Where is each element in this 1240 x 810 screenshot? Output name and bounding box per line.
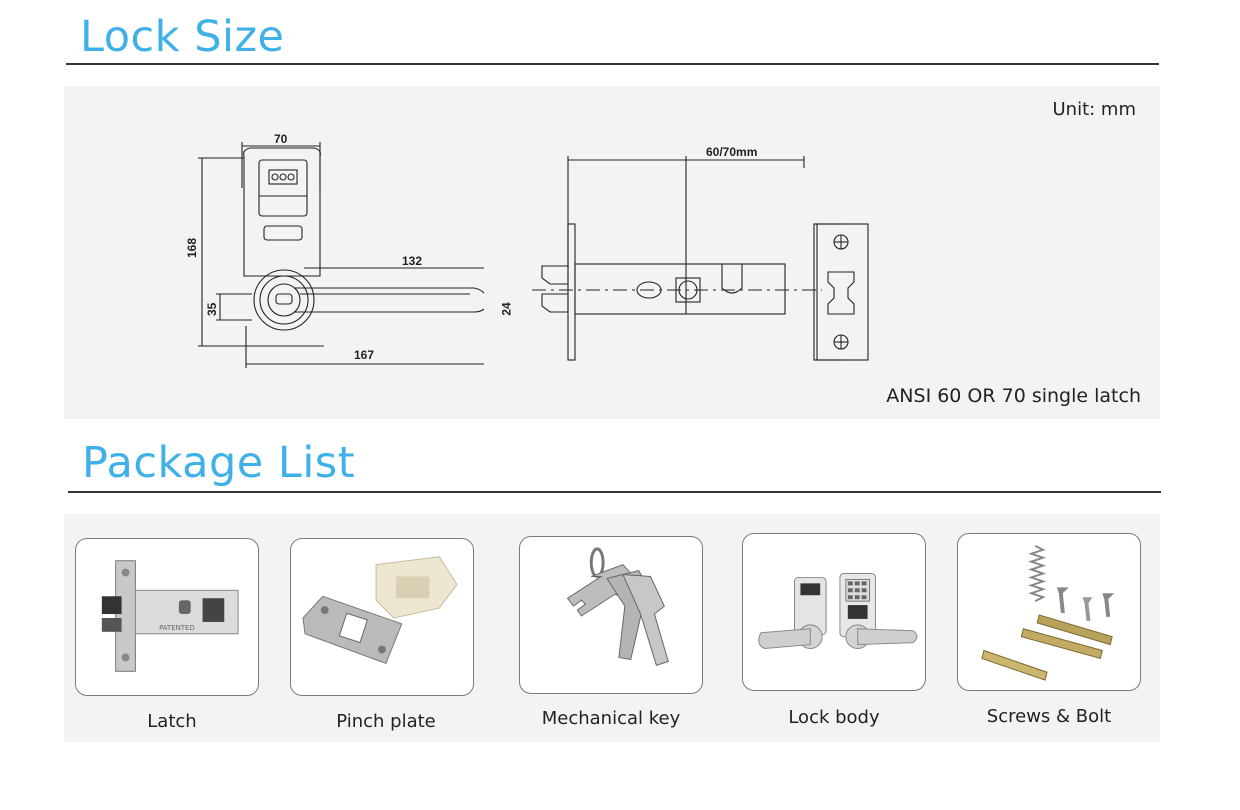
pinch-plate-icon — [302, 556, 458, 665]
package-item-latch: PATENTED — [75, 538, 259, 696]
dim-overall-length: 167 — [354, 348, 374, 362]
lock-size-panel: Unit: mm ANSI 60 OR 70 single latch 70 1… — [64, 86, 1160, 419]
dim-height: 168 — [185, 238, 199, 258]
package-item-lock-body — [742, 533, 926, 691]
package-list-divider — [68, 491, 1161, 493]
package-item-screws-bolt — [957, 533, 1141, 691]
latch-caption: ANSI 60 OR 70 single latch — [886, 385, 1141, 407]
package-item-mechanical-key — [519, 536, 703, 694]
unit-label: Unit: mm — [1052, 99, 1137, 120]
lock-size-divider — [66, 63, 1159, 65]
package-label-lock-body: Lock body — [788, 707, 880, 728]
lock-body-icon — [758, 573, 918, 650]
lock-front-view-drawing: 70 168 132 35 167 — [185, 132, 484, 368]
dim-rose-offset: 35 — [205, 302, 219, 316]
package-label-mechanical-key: Mechanical key — [541, 708, 681, 729]
package-item-pinch-plate — [290, 538, 474, 696]
package-label-screws-bolt: Screws & Bolt — [986, 706, 1112, 727]
dim-lever-length: 132 — [402, 254, 422, 268]
dim-backset: 60/70mm — [706, 145, 757, 159]
package-list-title: Package List — [82, 438, 356, 488]
package-label-latch: Latch — [147, 711, 197, 732]
svg-text:PATENTED: PATENTED — [159, 624, 195, 632]
keys-icon — [566, 547, 669, 666]
dim-width-top: 70 — [274, 132, 288, 146]
latch-side-view-drawing: 60/70mm — [532, 145, 842, 361]
dim-lever-height: 24 — [499, 302, 514, 316]
screws-bolt-icon — [981, 544, 1115, 681]
latch-icon: PATENTED — [101, 560, 239, 672]
package-label-pinch-plate: Pinch plate — [336, 711, 436, 732]
lock-size-title: Lock Size — [80, 12, 285, 62]
strike-plate-drawing — [813, 223, 869, 361]
